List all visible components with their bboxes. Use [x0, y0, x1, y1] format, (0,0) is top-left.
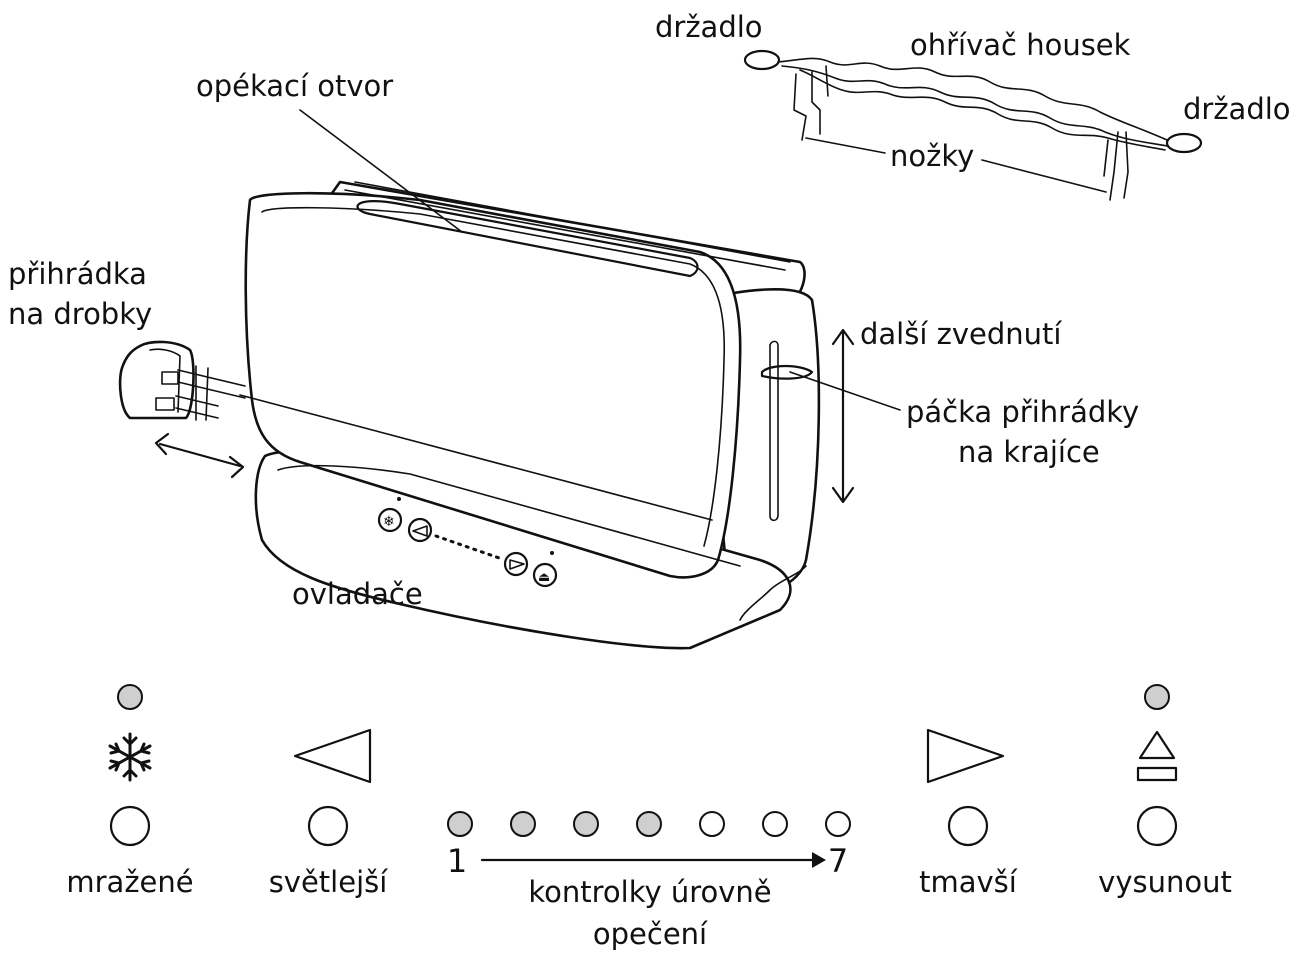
- label-crumb-tray-1: přihrádka: [8, 257, 147, 291]
- level-leds: [447, 811, 851, 837]
- label-slice-lever-2: na krajíce: [958, 435, 1100, 469]
- base-button-eject: [532, 562, 558, 588]
- level-arrow: [480, 852, 826, 868]
- label-controls: ovladače: [292, 577, 423, 611]
- eject-button: [1136, 805, 1178, 847]
- bun-warmer-handle-left: [743, 49, 781, 71]
- label-lighter: světlejší: [269, 865, 389, 899]
- extra-lift-arrow: [831, 328, 855, 504]
- base-triangle-left-icon: [412, 525, 428, 537]
- toaster-slot-back: [344, 181, 791, 271]
- base-level-dots: [434, 534, 504, 561]
- legs-leader: [805, 137, 1107, 193]
- level-led-1: [447, 811, 473, 837]
- label-levels-caption-2: opečení: [593, 917, 708, 951]
- bun-warmer: [743, 49, 1203, 201]
- crumb-tray-handle: [118, 340, 195, 420]
- label-handle-right: držadlo: [1183, 92, 1291, 126]
- control-panel: mražené světlejší 1 7 kontrolky úrovně o…: [66, 684, 1232, 951]
- label-bun-warmer: ohřívač housek: [910, 28, 1131, 62]
- bun-warmer-wire-low: [799, 69, 1166, 151]
- base-button-darker: [503, 551, 529, 577]
- level-led-2: [510, 811, 536, 837]
- slot-leader: [299, 109, 463, 233]
- toaster-front-inner: [261, 206, 726, 547]
- crumb-tray-rail: [175, 365, 246, 421]
- darker-button: [947, 805, 989, 847]
- level-led-3: [573, 811, 599, 837]
- label-slice-lever-1: páčka přihrádky: [906, 395, 1139, 429]
- toaster-base-inner: [277, 464, 741, 567]
- toaster: ❄ ⏏: [118, 109, 901, 650]
- base-triangle-right-icon: [509, 559, 525, 570]
- crumb-tray-grip-2: [155, 397, 175, 411]
- crumb-tray: [118, 340, 246, 421]
- triangle-right-icon: [926, 728, 1005, 784]
- crumb-tray-arrow: [154, 432, 245, 479]
- label-toasting-slot: opékací otvor: [196, 69, 393, 103]
- level-led-6: [762, 811, 788, 837]
- base-led-frozen: [397, 497, 401, 501]
- toaster-seam: [239, 394, 713, 521]
- frozen-led: [117, 684, 143, 710]
- label-darker: tmavší: [919, 865, 1018, 899]
- power-cord: [739, 565, 807, 621]
- lever-leader: [789, 371, 901, 411]
- frozen-button: [109, 805, 151, 847]
- level-led-4: [636, 811, 662, 837]
- base-led-eject: [550, 551, 554, 555]
- base-controls: ❄ ⏏: [377, 497, 558, 588]
- label-levels-caption-1: kontrolky úrovně: [528, 875, 771, 909]
- snowflake-icon: [108, 732, 152, 782]
- bun-warmer-wire-top: [777, 57, 1168, 141]
- label-extra-lift: další zvednutí: [860, 317, 1062, 351]
- base-button-lighter: [407, 517, 433, 543]
- base-button-frozen: [377, 507, 403, 533]
- bun-warmer-wire-mid: [781, 65, 1168, 147]
- label-frozen: mražené: [66, 865, 193, 899]
- eject-icon: [1136, 730, 1178, 782]
- label-eject: vysunout: [1098, 865, 1232, 899]
- toaster-slot: [356, 200, 699, 278]
- crumb-tray-grip-1: [161, 371, 179, 385]
- eject-led: [1144, 684, 1170, 710]
- label-legs: nožky: [890, 139, 974, 173]
- slice-lever-slot: [769, 340, 779, 522]
- label-level-max: 7: [828, 842, 848, 880]
- triangle-left-icon: [293, 728, 372, 784]
- label-level-min: 1: [447, 842, 467, 880]
- base-snowflake-icon: ❄: [383, 514, 395, 530]
- toaster-front: [244, 191, 742, 579]
- base-eject-icon: ⏏: [538, 570, 550, 585]
- level-led-5: [699, 811, 725, 837]
- slice-lever: [760, 364, 814, 380]
- crumb-tray-handle-face: [149, 348, 181, 413]
- lighter-button: [307, 805, 349, 847]
- level-led-7: [825, 811, 851, 837]
- bun-warmer-handle-right: [1165, 132, 1203, 154]
- label-crumb-tray-2: na drobky: [8, 297, 152, 331]
- bun-warmer-leg-right: [1103, 131, 1129, 201]
- bun-warmer-leg-left: [793, 65, 829, 141]
- label-handle-left: držadlo: [655, 10, 763, 44]
